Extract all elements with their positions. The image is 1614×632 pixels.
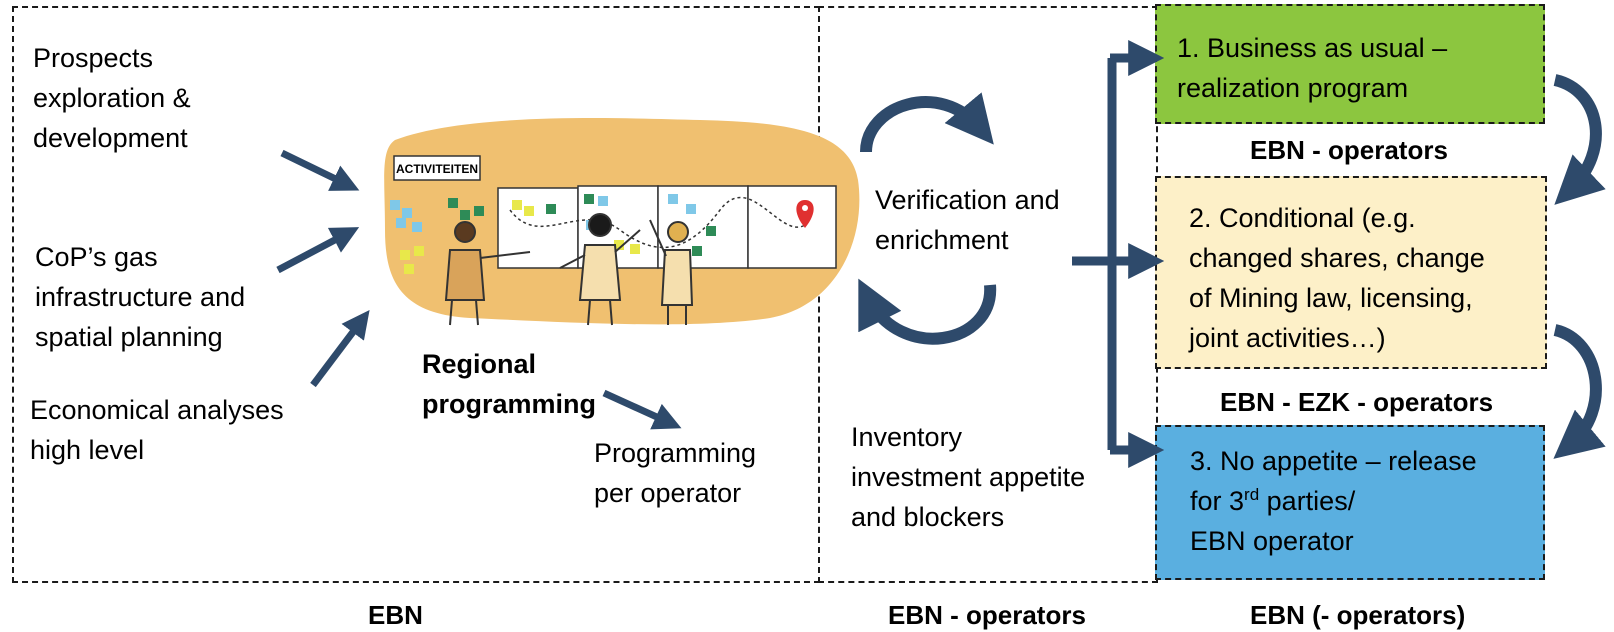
- footer-label-ebn-operators: EBN - operators: [888, 600, 1086, 630]
- arrow-prospects-to-programming: [280, 149, 360, 191]
- outcome-1-owner-label: EBN - operators: [1250, 135, 1448, 165]
- activiteiten-board-sign: [393, 155, 481, 181]
- workshop-illustration: ACTIVITEITEN: [384, 118, 860, 326]
- programming-per-operator-label: Programming per operator: [594, 438, 757, 508]
- arrow-cop-to-programming: [276, 227, 360, 274]
- outcome-2-owner-label: EBN - EZK - operators: [1220, 387, 1494, 417]
- arrow-economical-to-programming: [310, 309, 370, 388]
- outcome-1-line-2: realization program: [1177, 73, 1409, 103]
- outcome-2-line-1: 2. Conditional (e.g.: [1189, 203, 1416, 233]
- board-panel-1: [497, 187, 579, 269]
- board-dotted-path: [509, 196, 806, 249]
- cycle-arrow-bottom: [858, 278, 997, 345]
- outcome-3-line-2: for 3rd parties/: [1190, 485, 1356, 516]
- arrow-outcome-2-to-3: [1553, 324, 1606, 459]
- outcome-2-line-4: joint activities…): [1189, 323, 1386, 353]
- input-economical-analyses: Economical analyses high level: [30, 395, 284, 465]
- inventory-label: Inventory investment appetite and blocke…: [851, 422, 1086, 532]
- outcome-3-line-1: 3. No appetite – release: [1190, 446, 1477, 476]
- arrow-regional-to-per-operator: [602, 389, 682, 430]
- cycle-arrow-top: [860, 92, 994, 153]
- input-cop-gas-infrastructure: CoP’s gas infrastructure and spatial pla…: [35, 242, 246, 352]
- outcome-3-line-3: EBN operator: [1190, 526, 1354, 556]
- outcome-box-business-as-usual: 1. Business as usual – realization progr…: [1155, 4, 1545, 124]
- regional-programming-label: Regional programming: [422, 349, 597, 419]
- outcome-1-line-1: 1. Business as usual –: [1177, 33, 1448, 63]
- sticky-notes: [390, 194, 716, 274]
- activiteiten-board-text: ACTIVITEITEN: [396, 162, 478, 176]
- outcome-box-conditional: 2. Conditional (e.g. changed shares, cha…: [1155, 176, 1547, 369]
- input-prospects: Prospects exploration & development: [33, 43, 191, 153]
- footer-label-ebn-minus-operators: EBN (- operators): [1250, 600, 1466, 630]
- verification-label: Verification and enrichment: [875, 185, 1060, 255]
- outcome-2-line-3: of Mining law, licensing,: [1189, 283, 1473, 313]
- workshop-people: [444, 213, 694, 326]
- location-pin-icon: [796, 200, 814, 228]
- outcome-box-no-appetite: 3. No appetite – release for 3rd parties…: [1155, 425, 1545, 580]
- outcome-2-line-2: changed shares, change: [1189, 243, 1485, 273]
- footer-label-ebn: EBN: [368, 600, 423, 630]
- arrow-outcome-1-to-2: [1553, 74, 1606, 205]
